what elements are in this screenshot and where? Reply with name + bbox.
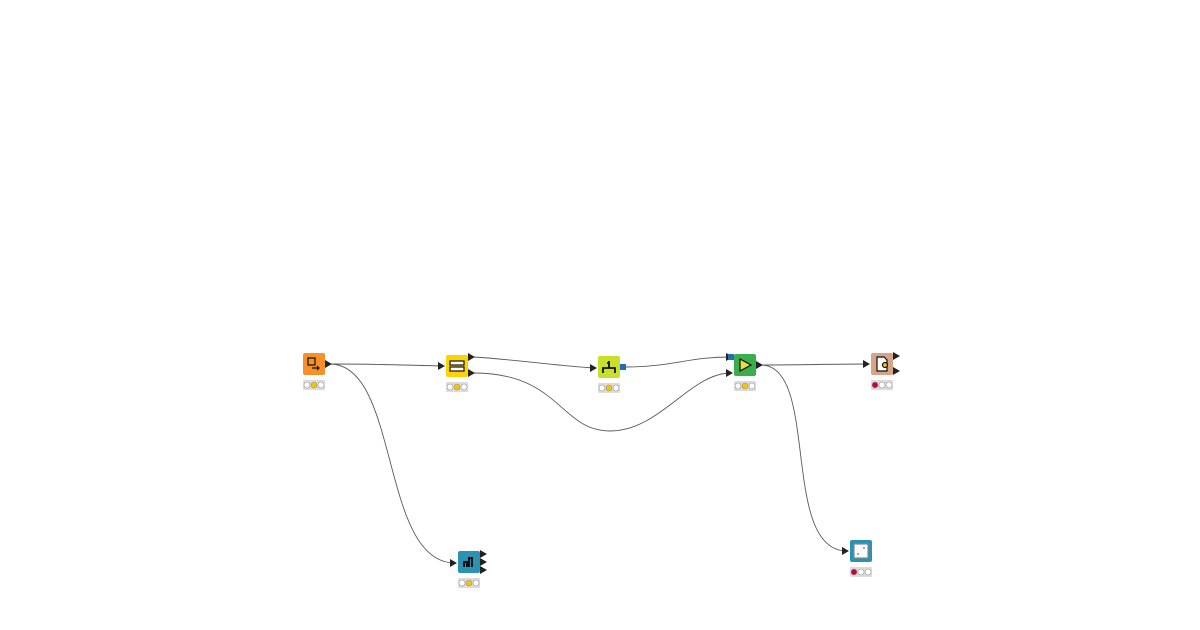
node-n2[interactable] [438,353,475,392]
port-icon[interactable] [726,369,733,377]
status-light [317,381,325,389]
status-light [864,568,872,576]
port-icon[interactable] [480,566,487,574]
status-light [857,568,865,576]
statistics-icon [463,557,473,567]
port-icon[interactable] [438,362,445,370]
status-light [458,579,466,587]
table-reader-icon [307,357,320,371]
connection-n2-n3[interactable] [473,356,596,369]
port-icon[interactable] [842,547,849,555]
node-status [303,380,325,390]
partitioning-icon [449,360,465,372]
status-light [303,381,311,389]
status-light [741,382,749,390]
connection-n1-n6[interactable] [329,363,456,564]
scorer-icon [876,356,889,372]
port-icon[interactable] [468,369,475,377]
status-light [885,381,893,389]
status-light [748,382,756,390]
node-n4[interactable] [726,353,763,391]
node-body[interactable] [303,353,325,375]
status-light [605,384,613,392]
port-icon[interactable] [756,361,763,369]
connection-n4-n5[interactable] [760,363,869,366]
status-light [446,383,454,391]
connections [329,356,869,564]
port-icon[interactable] [480,558,487,566]
status-light [465,579,473,587]
learner-icon [602,361,616,373]
node-status [850,567,872,577]
node-body[interactable] [446,355,468,377]
port-icon[interactable] [480,550,487,558]
node-status [598,383,620,393]
status-light [310,381,318,389]
predictor-icon [739,357,753,373]
flow-variable-port[interactable] [620,364,626,370]
port-icon[interactable] [893,352,900,360]
node-status [871,380,893,390]
flow-variable-port[interactable] [728,354,734,360]
port-icon[interactable] [468,353,475,361]
node-n7[interactable] [842,540,872,577]
status-light [453,383,461,391]
port-icon[interactable] [893,367,900,375]
status-light [460,383,468,391]
node-n3[interactable] [590,356,626,393]
connection-n4-n7[interactable] [760,364,848,552]
status-light [612,384,620,392]
node-n6[interactable] [450,550,487,588]
node-n1[interactable] [303,353,332,390]
connection-n2-n4[interactable] [473,372,732,432]
status-light [598,384,606,392]
status-light [878,381,886,389]
status-light [472,579,480,587]
node-status [446,382,468,392]
status-light [734,382,742,390]
status-light [850,568,858,576]
port-icon[interactable] [590,364,597,372]
status-light [871,381,879,389]
connection-n1-n2[interactable] [329,363,444,367]
connection-n3-n4[interactable] [625,356,730,368]
node-status [458,578,480,588]
node-n5[interactable] [863,352,900,390]
scatter-plot-icon [853,543,869,559]
port-icon[interactable] [863,360,870,368]
port-icon[interactable] [450,559,457,567]
node-status [734,381,756,391]
port-icon[interactable] [325,360,332,368]
